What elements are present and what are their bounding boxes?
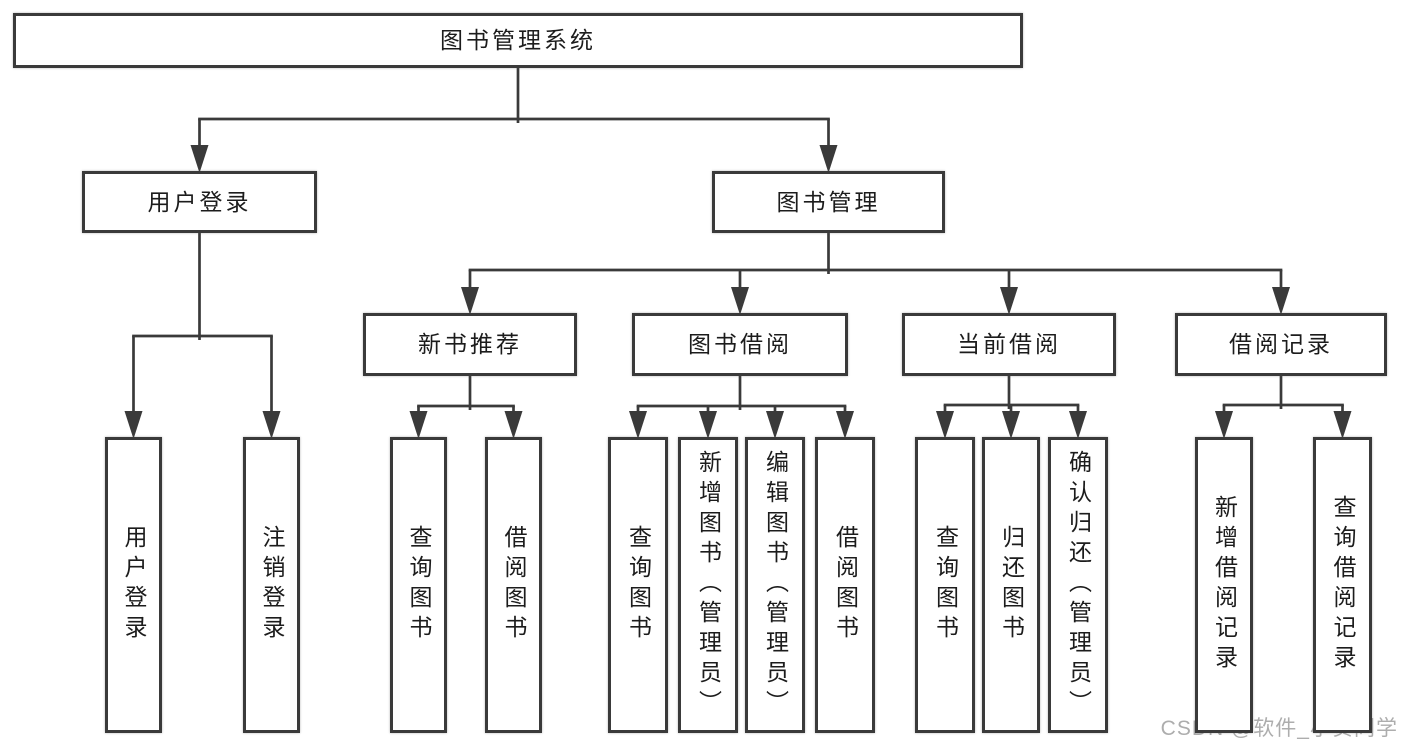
node-label: 新增借阅记录 <box>1211 495 1238 675</box>
arrowhead <box>1002 411 1020 439</box>
node-leaf-add-book: 新增图书（管理员） <box>678 437 738 733</box>
arrowhead <box>699 411 717 439</box>
node-label: 图书借阅 <box>688 331 792 357</box>
node-leaf-return-book: 归还图书 <box>982 437 1040 733</box>
arrowhead <box>1333 411 1352 439</box>
node-leaf-logout: 注销登录 <box>243 437 300 733</box>
node-label: 新书推荐 <box>418 331 522 357</box>
node-leaf-edit-book: 编辑图书（管理员） <box>745 437 805 733</box>
node-label: 借阅图书 <box>832 525 859 645</box>
node-leaf-add-record: 新增借阅记录 <box>1195 437 1253 733</box>
node-label: 图书管理系统 <box>440 27 596 53</box>
node-label: 注销登录 <box>259 525 285 645</box>
node-label: 编辑图书（管理员） <box>762 450 789 720</box>
node-label: 图书管理 <box>776 188 881 215</box>
node-leaf-borrow-book-a: 借阅图书 <box>485 437 542 733</box>
node-book-borrow: 图书借阅 <box>632 313 848 376</box>
node-label: 查询图书 <box>406 525 432 645</box>
arrowhead <box>836 411 854 439</box>
arrowhead <box>819 145 838 173</box>
arrowhead <box>461 287 479 315</box>
node-root: 图书管理系统 <box>13 13 1023 68</box>
node-label: 借阅记录 <box>1229 331 1333 357</box>
node-borrow-records: 借阅记录 <box>1175 313 1387 376</box>
arrowhead <box>766 411 784 439</box>
node-label: 查询借阅记录 <box>1330 495 1356 675</box>
node-label: 查询图书 <box>625 525 652 645</box>
node-leaf-query-book-b: 查询图书 <box>608 437 668 733</box>
node-leaf-borrow-book-b: 借阅图书 <box>815 437 875 733</box>
node-new-book-recommend: 新书推荐 <box>363 313 577 376</box>
arrowhead <box>629 411 647 439</box>
arrowhead <box>124 411 143 439</box>
node-label: 新增图书（管理员） <box>695 450 722 720</box>
arrowhead <box>190 145 209 173</box>
node-leaf-user-login: 用户登录 <box>105 437 162 733</box>
node-leaf-query-book-a: 查询图书 <box>390 437 447 733</box>
arrowhead <box>936 411 954 439</box>
arrowhead <box>409 411 428 439</box>
node-label: 借阅图书 <box>501 525 527 645</box>
node-label: 确认归还（管理员） <box>1065 450 1092 720</box>
node-book-mgmt: 图书管理 <box>712 171 945 233</box>
arrowhead <box>1000 287 1018 315</box>
node-leaf-confirm-return: 确认归还（管理员） <box>1048 437 1108 733</box>
node-leaf-query-book-c: 查询图书 <box>915 437 975 733</box>
node-current-borrow: 当前借阅 <box>902 313 1116 376</box>
node-label: 归还图书 <box>998 525 1025 645</box>
node-label: 用户登录 <box>147 188 252 215</box>
arrowhead <box>1272 287 1290 315</box>
arrowhead <box>731 287 749 315</box>
arrowhead <box>1069 411 1087 439</box>
node-leaf-query-record: 查询借阅记录 <box>1313 437 1372 733</box>
node-user-login: 用户登录 <box>82 171 317 233</box>
node-label: 查询图书 <box>932 525 959 645</box>
arrowhead <box>262 411 281 439</box>
arrowhead <box>1215 411 1233 439</box>
arrowhead <box>504 411 523 439</box>
node-label: 当前借阅 <box>957 331 1061 357</box>
node-label: 用户登录 <box>121 525 147 645</box>
